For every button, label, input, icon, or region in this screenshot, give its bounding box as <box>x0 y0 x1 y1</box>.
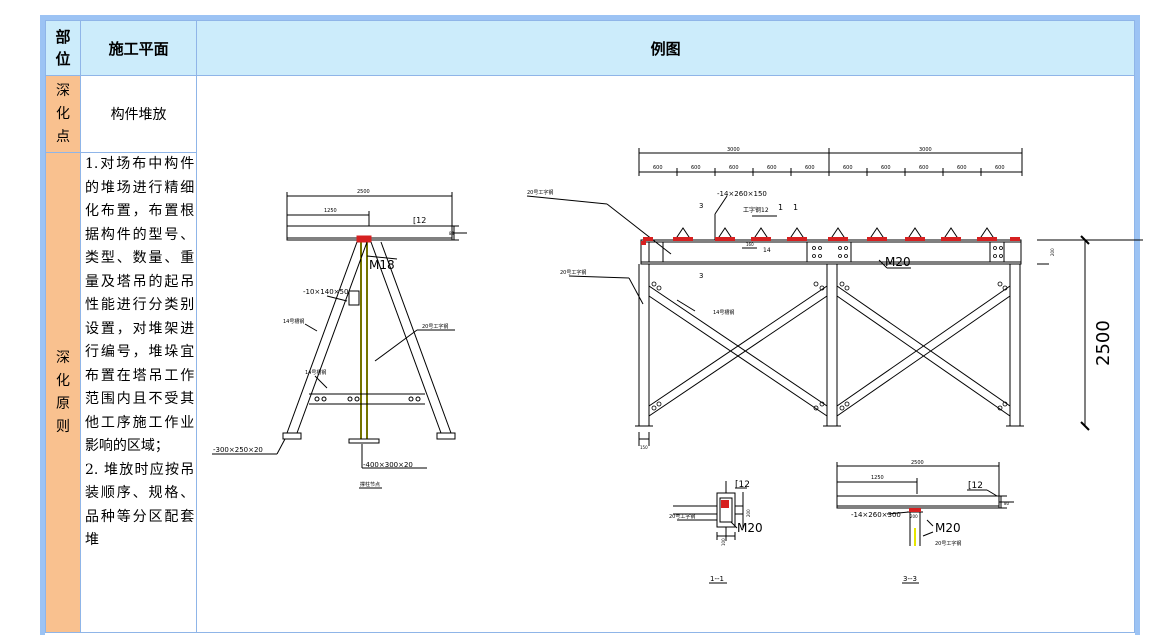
rv-bay-4: 600 <box>767 165 777 171</box>
header-plan: 施工平面 <box>79 20 198 76</box>
construction-table: 部位 施工平面 例图 深化点 构件堆放 <box>45 20 1144 633</box>
rv-beam-top: 20号工字钢 <box>527 189 553 196</box>
rv-plate-top: -14×260×150 <box>717 190 767 198</box>
lv-dim-half: 1250 <box>324 208 337 214</box>
left-view <box>212 192 468 489</box>
rv-dim-14: 14 <box>763 247 771 254</box>
rv-bay-3: 600 <box>729 165 739 171</box>
row2-plan: 1.对场布中构件的堆场进行精细化布置，布置根据构件的型号、类型、数量、重量及塔吊… <box>79 152 198 633</box>
lv-beam: 20号工字钢 <box>422 323 448 330</box>
rv-bay-10: 600 <box>995 165 1005 171</box>
s3-bolt: M20 <box>935 521 961 535</box>
rv-sec-1b: 1 <box>793 203 798 212</box>
rv-bay-8: 600 <box>919 165 929 171</box>
row1-plan: 构件堆放 <box>79 75 198 153</box>
s1-d200: 200 <box>746 509 751 517</box>
header-example: 例图 <box>196 20 1135 76</box>
s3-channel: [12 <box>968 481 983 491</box>
figure-cell: 2500 1250 [12 M18 -10×140×50 14号槽钢 20号工字… <box>196 75 1144 633</box>
rv-bay-6: 600 <box>843 165 853 171</box>
s3-beam: 20号工字钢 <box>935 540 961 547</box>
lv-tb: 80 <box>449 231 455 236</box>
rv-bay-7: 600 <box>881 165 891 171</box>
rv-channel-note: 工字钢12 <box>743 206 769 214</box>
rv-bay-2: 600 <box>691 165 701 171</box>
s1-caption: 1--1 <box>710 575 724 583</box>
s1-bolt: M20 <box>737 521 763 535</box>
rv-sec-3a: 3 <box>699 202 703 210</box>
lv-base-right: -400×300×20 <box>363 461 413 469</box>
row2-part: 深化原则 <box>45 152 81 633</box>
lv-base-left: -300×250×20 <box>213 446 263 454</box>
rv-bay-1: 600 <box>653 165 663 171</box>
right-view <box>527 148 1144 446</box>
row1-part: 深化点 <box>45 75 81 153</box>
header-part: 部位 <box>45 20 81 76</box>
section-1-view <box>673 481 748 584</box>
rv-sec-3b: 3 <box>699 272 703 280</box>
rv-dim-b: 3000 <box>919 147 932 153</box>
rv-bay-5: 600 <box>805 165 815 171</box>
lv-brace: 14号槽钢 <box>283 318 304 325</box>
lv-dim-total: 2500 <box>357 189 370 195</box>
lv-channel: [12 <box>413 216 426 225</box>
paragraph-1: 1.对场布中构件的堆场进行精细化布置，布置根据构件的型号、类型、数量、重量及塔吊… <box>84 156 195 454</box>
rv-bolt: M20 <box>885 255 911 269</box>
s3-tb: 80 <box>1004 501 1010 506</box>
rv-sec-1a: 1 <box>778 203 783 212</box>
lv-brace-low: 14号槽钢 <box>305 369 326 376</box>
s1-channel: [12 <box>735 480 750 490</box>
s3-dim-half: 1250 <box>871 475 884 481</box>
s1-d100: 100 <box>721 538 726 546</box>
s3-d200: 200 <box>910 514 918 519</box>
paragraph-2: 2. 堆放时应按吊装顺序、规格、品种等分区配套堆 <box>84 461 195 549</box>
rv-dim-160: 160 <box>746 242 754 247</box>
rv-dim-a: 3000 <box>727 147 740 153</box>
rv-dim-200: 200 <box>1050 248 1055 256</box>
rv-brace: 14号槽钢 <box>713 309 734 316</box>
rv-dim-height: 2500 <box>1093 320 1114 366</box>
s1-beam: 20号工字钢 <box>669 513 695 520</box>
lv-caption: 撑柱节点 <box>360 481 380 488</box>
rv-bay-9: 600 <box>957 165 967 171</box>
lv-plate: -10×140×50 <box>303 288 348 296</box>
rv-dim-150: 150 <box>640 445 648 450</box>
structure-drawing: 2500 1250 [12 M18 -10×140×50 14号槽钢 20号工字… <box>212 147 1144 584</box>
rv-col-label: 20号工字钢 <box>560 269 586 276</box>
section-3-view <box>836 462 1015 584</box>
s3-caption: 3--3 <box>903 575 917 583</box>
s3-dim-total: 2500 <box>911 460 924 466</box>
lv-bolt: M18 <box>369 258 395 272</box>
s3-plate: -14×260×300 <box>851 511 901 519</box>
document-frame: 部位 施工平面 例图 深化点 构件堆放 <box>40 15 1144 635</box>
